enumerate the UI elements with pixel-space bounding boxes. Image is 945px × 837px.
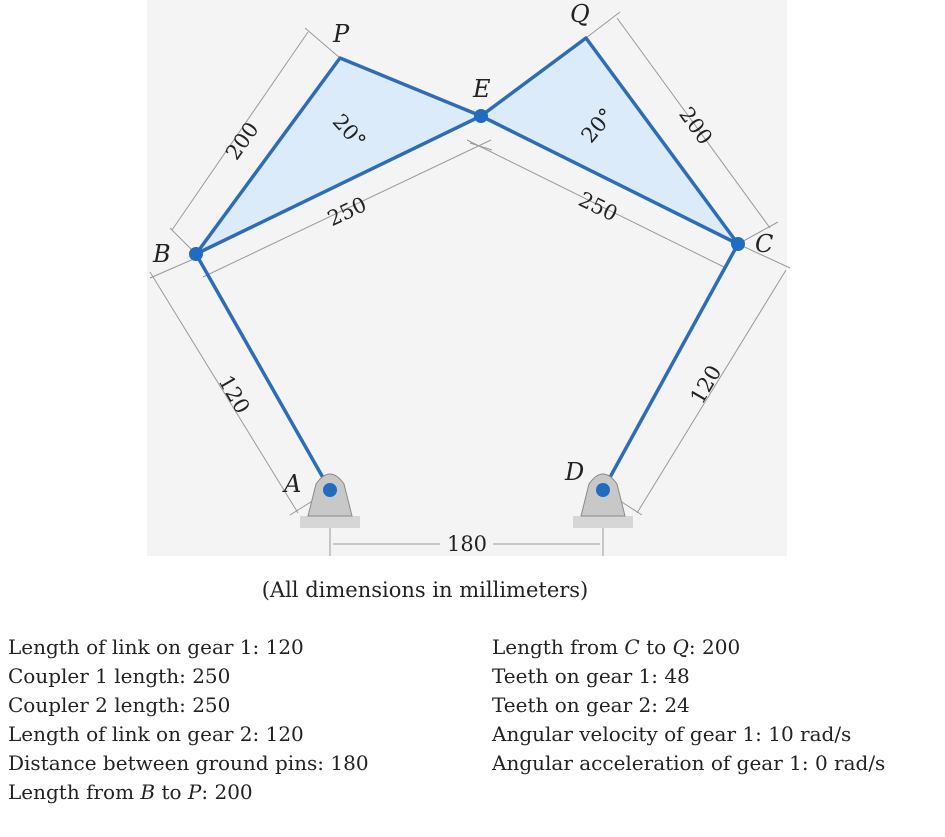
spec-value: 10 rad/s <box>768 722 852 746</box>
pin-c <box>731 237 745 251</box>
spec-value: 250 <box>192 693 231 717</box>
spec-label: Coupler 2 length: <box>8 693 193 717</box>
link-dc <box>601 243 740 491</box>
dim-ad: 180 <box>447 532 487 556</box>
spec-label: Length from <box>492 635 625 659</box>
label-c: C <box>755 230 773 258</box>
spec-label: Coupler 1 length: <box>8 664 193 688</box>
spec-value: 48 <box>664 664 690 688</box>
spec-value: 250 <box>192 664 231 688</box>
figure-caption: (All dimensions in millimeters) <box>262 578 589 602</box>
spec-item: Teeth on gear 2: 24 <box>492 691 885 720</box>
spec-label: Angular velocity of gear 1: <box>492 722 769 746</box>
label-d: D <box>564 458 584 486</box>
spec-item: Teeth on gear 1: 48 <box>492 662 885 691</box>
pin-d <box>596 483 610 497</box>
spec-item: Angular velocity of gear 1: 10 rad/s <box>492 720 885 749</box>
spec-label: Angular acceleration of gear 1: <box>492 751 815 775</box>
label-a: A <box>282 470 301 498</box>
spec-list-right: Length from C to Q: 200 Teeth on gear 1:… <box>492 633 885 778</box>
spec-item: Length of link on gear 1: 120 <box>8 633 369 662</box>
spec-label: Teeth on gear 1: <box>492 664 665 688</box>
spec-label: to <box>155 780 188 804</box>
spec-list-left: Length of link on gear 1: 120 Coupler 1 … <box>8 633 369 807</box>
spec-value: 120 <box>265 722 304 746</box>
spec-value: 120 <box>265 635 304 659</box>
spec-item: Length from C to Q: 200 <box>492 633 885 662</box>
spec-item: Length of link on gear 2: 120 <box>8 720 369 749</box>
spec-value: : 200 <box>201 780 253 804</box>
spec-label: Length of link on gear 2: <box>8 722 266 746</box>
spec-label: Length from <box>8 780 141 804</box>
label-b: B <box>152 240 171 268</box>
spec-value: 180 <box>330 751 369 775</box>
spec-label: Length of link on gear 1: <box>8 635 266 659</box>
spec-value: 0 rad/s <box>814 751 886 775</box>
spec-point: C <box>624 635 640 659</box>
pin-e <box>474 109 488 123</box>
spec-item: Length from B to P: 200 <box>8 778 369 807</box>
diagram-background <box>147 0 787 556</box>
spec-label: Teeth on gear 2: <box>492 693 665 717</box>
pin-b <box>189 247 203 261</box>
label-p: P <box>332 20 350 48</box>
label-q: Q <box>570 0 590 28</box>
ground-support-a <box>300 473 360 528</box>
spec-point: B <box>140 780 156 804</box>
spec-item: Coupler 1 length: 250 <box>8 662 369 691</box>
spec-item: Angular acceleration of gear 1: 0 rad/s <box>492 749 885 778</box>
spec-label: to <box>639 635 673 659</box>
spec-item: Distance between ground pins: 180 <box>8 749 369 778</box>
spec-point: Q <box>672 635 689 659</box>
spec-item: Coupler 2 length: 250 <box>8 691 369 720</box>
spec-label: Distance between ground pins: <box>8 751 331 775</box>
pin-a <box>323 483 337 497</box>
spec-value: 24 <box>664 693 690 717</box>
triangle-cqe <box>479 36 740 246</box>
triangle-bpe <box>194 56 483 256</box>
label-e: E <box>472 75 491 103</box>
link-ab <box>194 253 332 491</box>
spec-value: : 200 <box>688 635 741 659</box>
spec-point: P <box>187 780 202 804</box>
